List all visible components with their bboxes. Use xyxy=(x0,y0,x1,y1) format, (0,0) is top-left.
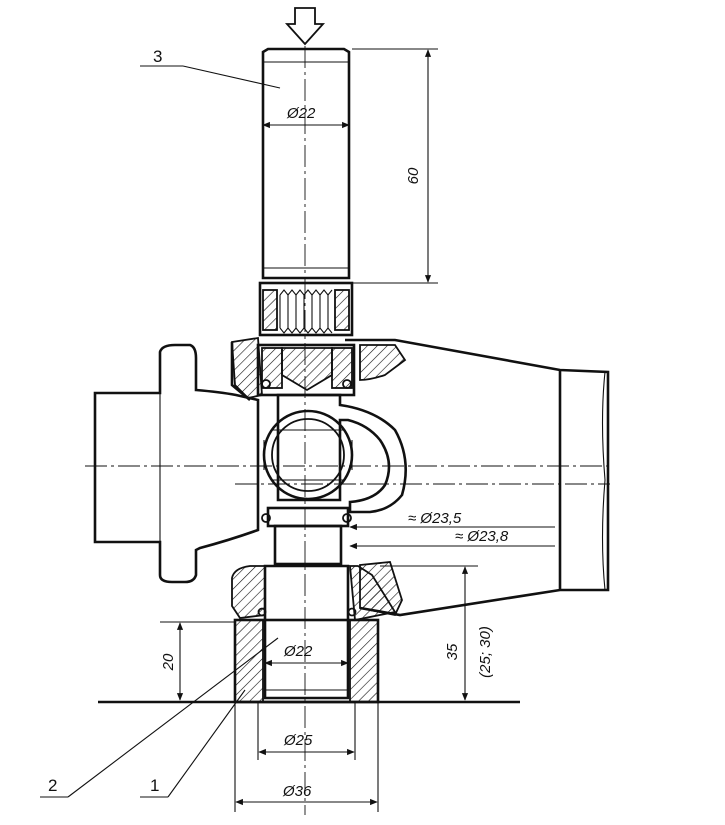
dim-pin-diameter-bottom: Ø22 xyxy=(283,643,313,660)
dim-support-height: 35 xyxy=(444,643,461,660)
left-flange xyxy=(93,343,260,584)
pin-3 xyxy=(261,47,351,280)
dim-support-height-alt: (25; 30) xyxy=(477,626,494,678)
leader-lines xyxy=(40,65,281,798)
dim-sleeve-inner-diameter: Ø25 xyxy=(283,732,313,749)
dimension-lines xyxy=(160,48,555,812)
housing-body xyxy=(345,338,610,617)
dim-journal-diameter-b: ≈ Ø23,8 xyxy=(455,528,509,545)
dim-pin-diameter-top: Ø22 xyxy=(286,105,316,122)
dim-sleeve-outer-diameter: Ø36 xyxy=(282,783,312,800)
joint-cross xyxy=(262,393,407,514)
pin-2 xyxy=(257,564,357,700)
journal xyxy=(261,506,352,566)
part-label-1: 1 xyxy=(150,776,159,795)
lower-block xyxy=(231,565,397,622)
press-arrow-icon xyxy=(284,7,326,46)
dim-sleeve-height: 20 xyxy=(160,653,177,671)
center-lines xyxy=(85,46,610,815)
dim-pin-length: 60 xyxy=(405,167,422,184)
upper-bracket xyxy=(230,336,356,401)
dim-journal-diameter-a: ≈ Ø23,5 xyxy=(408,510,462,527)
sleeve-1 xyxy=(233,618,380,704)
part-label-2: 2 xyxy=(48,776,57,795)
part-label-3: 3 xyxy=(153,47,162,66)
spline-ring xyxy=(258,281,354,337)
